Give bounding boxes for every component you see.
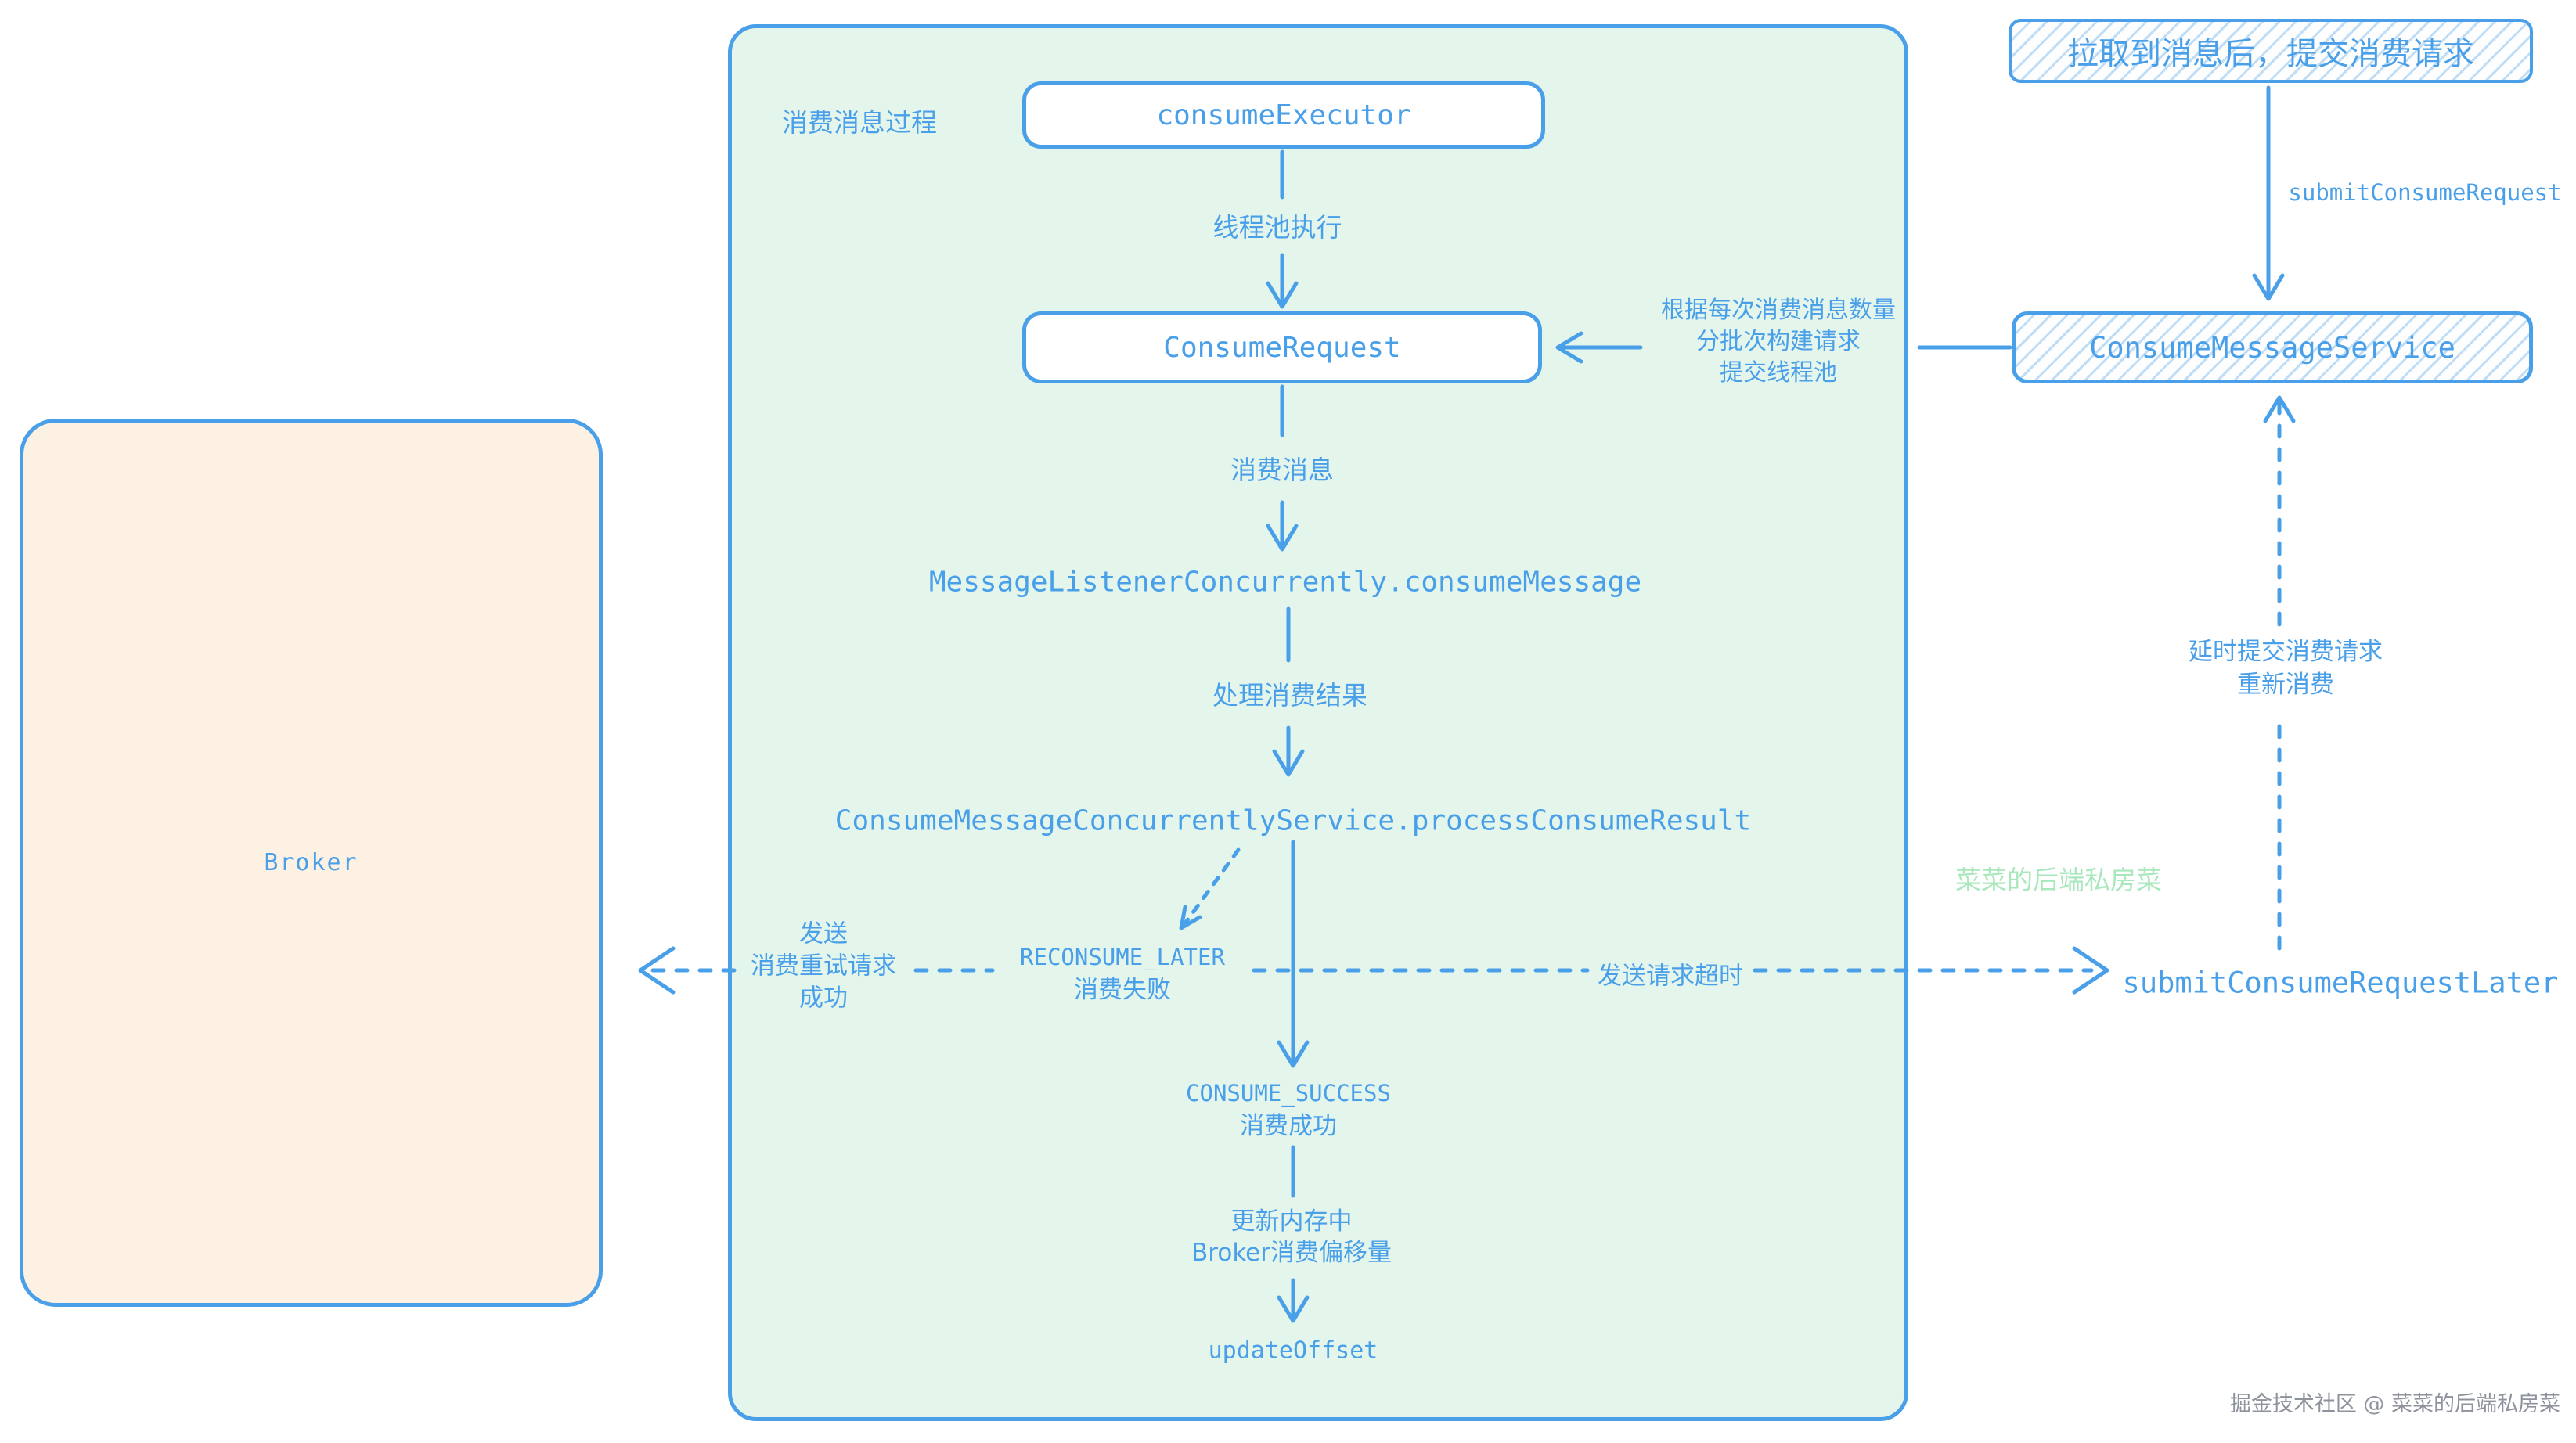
consume-request-node: ConsumeRequest — [1022, 311, 1542, 383]
update-offset-note-line: Broker消费偏移量 — [1191, 1239, 1392, 1267]
broker-label: Broker — [264, 849, 358, 876]
consume-success-label: 消费成功 — [1240, 1112, 1337, 1140]
batch-build-note: 根据每次消费消息数量 分批次构建请求 提交线程池 — [1661, 295, 1896, 389]
delay-resubmit-note: 延时提交消费请求 重新消费 — [2189, 635, 2383, 701]
consume-message-label: 消费消息 — [1230, 455, 1334, 485]
consume-success-code: CONSUME_SUCCESS — [1186, 1080, 1391, 1107]
send-retry-note-line: 消费重试请求 — [751, 952, 896, 981]
consume-executor-node: consumeExecutor — [1022, 81, 1545, 149]
thread-pool-label: 线程池执行 — [1212, 212, 1342, 243]
handle-result-label: 处理消费结果 — [1212, 680, 1367, 711]
batch-build-note-line: 提交线程池 — [1720, 359, 1837, 387]
send-timeout-label: 发送请求超时 — [1598, 962, 1743, 991]
process-group-title: 消费消息过程 — [782, 107, 937, 138]
update-offset-text: updateOffset — [1208, 1337, 1378, 1365]
send-retry-note-line: 成功 — [799, 984, 848, 1013]
consume-success-block: CONSUME_SUCCESS 消费成功 — [1186, 1077, 1391, 1143]
batch-build-note-line: 根据每次消费消息数量 — [1661, 297, 1896, 324]
delay-resubmit-note-line: 重新消费 — [2237, 671, 2334, 699]
consume-executor-label: consumeExecutor — [1156, 99, 1411, 131]
consume-process-group — [728, 24, 1908, 1421]
batch-build-note-line: 分批次构建请求 — [1696, 328, 1861, 355]
send-retry-note-line: 发送 — [799, 919, 848, 948]
listener-consume-message-text: MessageListenerConcurrently.consumeMessa… — [928, 566, 1642, 599]
consume-request-label: ConsumeRequest — [1163, 331, 1401, 364]
pull-message-node: 拉取到消息后，提交消费请求 — [2009, 19, 2533, 83]
reconsume-later-code: RECONSUME_LATER — [1020, 944, 1225, 970]
update-offset-note-line: 更新内存中 — [1230, 1207, 1353, 1236]
send-retry-note: 发送 消费重试请求 成功 — [751, 919, 896, 1015]
consume-message-service-label: ConsumeMessageService — [2089, 330, 2455, 365]
submit-consume-request-label: submitConsumeRequest — [2288, 179, 2562, 206]
watermark-footer: 掘金技术社区 @ 菜菜的后端私房菜 — [2229, 1392, 2560, 1416]
update-offset-note: 更新内存中 Broker消费偏移量 — [1191, 1206, 1392, 1268]
delay-resubmit-note-line: 延时提交消费请求 — [2189, 638, 2383, 666]
reconsume-later-label: 消费失败 — [1074, 976, 1171, 1004]
watermark-center: 菜菜的后端私房菜 — [1955, 865, 2162, 895]
submit-consume-request-later-text: submitConsumeRequestLater — [2122, 966, 2559, 1000]
broker-node: Broker — [20, 419, 603, 1307]
process-consume-result-text: ConsumeMessageConcurrentlyService.proces… — [834, 804, 1752, 837]
pull-message-label: 拉取到消息后，提交消费请求 — [2067, 36, 2474, 72]
reconsume-later-block: RECONSUME_LATER 消费失败 — [1020, 941, 1225, 1006]
consume-message-service-node: ConsumeMessageService — [2012, 311, 2533, 383]
arrow-pull-to-service — [2252, 85, 2285, 301]
